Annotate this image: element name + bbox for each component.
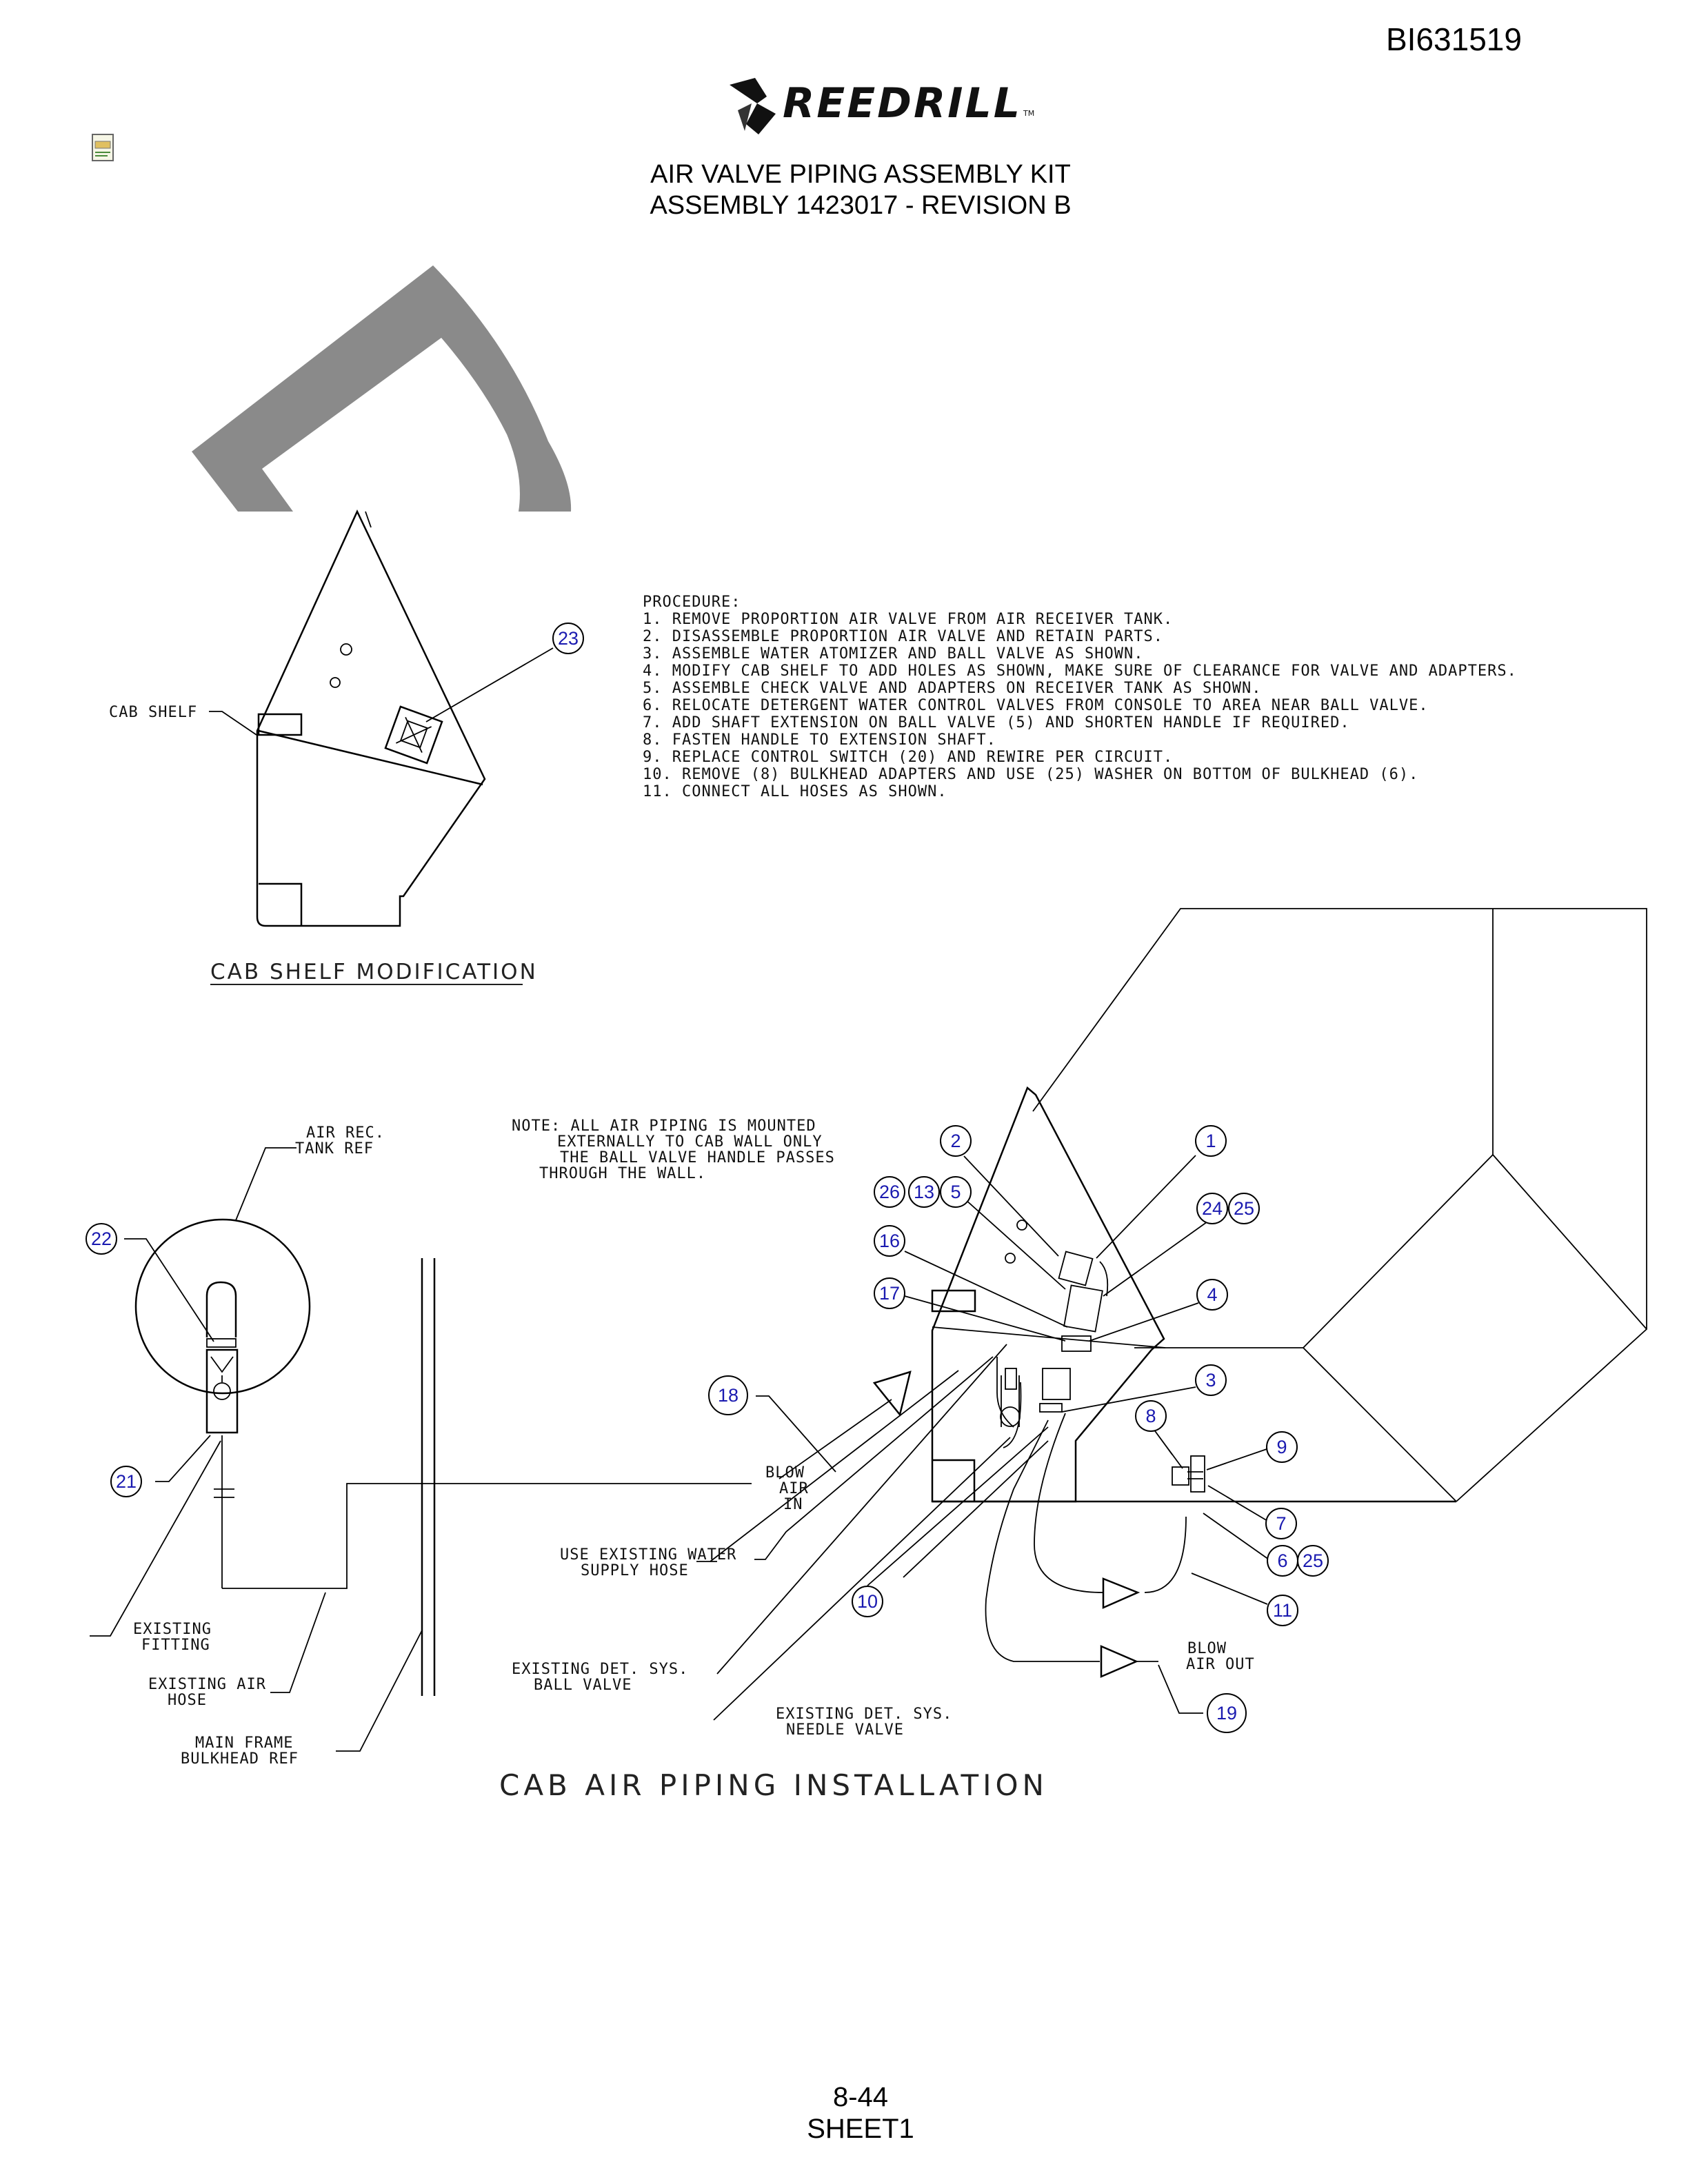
- balloon-8: 8: [1145, 1406, 1156, 1426]
- balloon-22: 22: [91, 1228, 112, 1249]
- needle-valve-label: NEEDLE VALVE: [786, 1721, 904, 1739]
- document-icon[interactable]: [91, 133, 116, 162]
- note-line: EXTERNALLY TO CAB WALL ONLY: [557, 1133, 823, 1151]
- balloon-labels: 23 22 21 2 1 26 13 5 24 25 16 17 4 18 3 …: [91, 628, 1323, 1723]
- balloon-17: 17: [879, 1283, 900, 1304]
- balloons: [86, 623, 1329, 1733]
- procedure-step: 1. REMOVE PROPORTION AIR VALVE FROM AIR …: [643, 611, 1173, 628]
- brand-name: REEDRILL: [783, 79, 1022, 128]
- cab-outline-graphic: [192, 265, 572, 512]
- procedure-text: PROCEDURE: 1. REMOVE PROPORTION AIR VALV…: [643, 594, 1517, 800]
- blow-air-in-label: AIR: [779, 1480, 809, 1497]
- blow-air-in-label: IN: [783, 1496, 803, 1513]
- procedure-step: 10. REMOVE (8) BULKHEAD ADAPTERS AND USE…: [643, 766, 1418, 783]
- balloon-16: 16: [879, 1231, 900, 1251]
- blow-air-out-label: AIR OUT: [1186, 1656, 1255, 1673]
- installation-labels: NOTE: ALL AIR PIPING IS MOUNTED EXTERNAL…: [133, 1118, 1255, 1802]
- procedure-step: 9. REPLACE CONTROL SWITCH (20) AND REWIR…: [643, 749, 1173, 766]
- air-rec-label: TANK REF: [295, 1140, 374, 1157]
- note-line: THROUGH THE WALL.: [539, 1165, 706, 1182]
- procedure-step: 4. MODIFY CAB SHELF TO ADD HOLES AS SHOW…: [643, 663, 1517, 680]
- balloon-9: 9: [1276, 1437, 1287, 1457]
- balloon-25-lower: 25: [1303, 1550, 1323, 1571]
- balloon-25: 25: [1234, 1198, 1254, 1219]
- svg-text:TM: TM: [1023, 109, 1034, 118]
- existing-air-hose-label: EXISTING AIR: [148, 1676, 266, 1693]
- reedrill-logo: REEDRILL TM: [730, 78, 1034, 134]
- existing-fitting-label: FITTING: [141, 1637, 210, 1654]
- procedure-step: 11. CONNECT ALL HOSES AS SHOWN.: [643, 783, 947, 800]
- shelf-caption: CAB SHELF MODIFICATION: [210, 960, 538, 984]
- balloon-24: 24: [1202, 1198, 1223, 1219]
- balloon-26: 26: [879, 1182, 900, 1202]
- balloon-11: 11: [1273, 1600, 1292, 1621]
- balloon-6: 6: [1277, 1550, 1287, 1571]
- balloon-19: 19: [1216, 1703, 1237, 1723]
- document-id: BI631519: [1386, 21, 1522, 57]
- water-hose-label: USE EXISTING WATER: [560, 1546, 736, 1564]
- note-line: THE BALL VALVE HANDLE PASSES: [560, 1149, 835, 1166]
- balloon-7: 7: [1276, 1513, 1286, 1534]
- balloon-18: 18: [718, 1385, 738, 1406]
- existing-air-hose-label: HOSE: [168, 1692, 207, 1709]
- installation-view: [90, 908, 1647, 1752]
- water-hose-label: SUPPLY HOSE: [581, 1562, 689, 1579]
- note-line: NOTE: ALL AIR PIPING IS MOUNTED: [512, 1118, 816, 1135]
- ball-valve-label: EXISTING DET. SYS.: [512, 1661, 688, 1678]
- bulkhead-label: BULKHEAD REF: [181, 1750, 299, 1768]
- balloon-5: 5: [950, 1182, 961, 1202]
- procedure-step: 5. ASSEMBLE CHECK VALVE AND ADAPTERS ON …: [643, 680, 1261, 697]
- balloon-13: 13: [914, 1182, 934, 1202]
- procedure-step: 8. FASTEN HANDLE TO EXTENSION SHAFT.: [643, 731, 996, 749]
- balloon-4: 4: [1207, 1284, 1217, 1305]
- procedure-heading: PROCEDURE:: [643, 594, 741, 611]
- title-line-1: AIR VALVE PIPING ASSEMBLY KIT: [650, 160, 1071, 189]
- cab-shelf-label: CAB SHELF: [109, 704, 197, 721]
- balloon-10: 10: [857, 1591, 878, 1612]
- installation-caption: CAB AIR PIPING INSTALLATION: [499, 1768, 1048, 1802]
- sheet-label: SHEET1: [807, 2114, 914, 2144]
- blow-air-out-label: BLOW: [1187, 1640, 1227, 1657]
- procedure-step: 7. ADD SHAFT EXTENSION ON BALL VALVE (5)…: [643, 714, 1350, 731]
- page-number: 8-44: [832, 2082, 889, 2112]
- blow-air-in-label: BLOW: [765, 1464, 805, 1482]
- air-rec-label: AIR REC.: [306, 1124, 385, 1142]
- balloon-3: 3: [1205, 1370, 1216, 1391]
- existing-fitting-label: EXISTING: [133, 1621, 212, 1638]
- needle-valve-label: EXISTING DET. SYS.: [776, 1706, 952, 1723]
- balloon-21: 21: [116, 1471, 137, 1492]
- procedure-step: 6. RELOCATE DETERGENT WATER CONTROL VALV…: [643, 697, 1429, 714]
- balloon-23: 23: [558, 628, 579, 649]
- cab-shelf-view: CAB SHELF CAB SHELF MODIFICATION: [109, 509, 554, 985]
- bulkhead-label: MAIN FRAME: [195, 1735, 293, 1752]
- balloon-2: 2: [950, 1131, 961, 1151]
- balloon-1: 1: [1205, 1131, 1216, 1151]
- title-line-2: ASSEMBLY 1423017 - REVISION B: [650, 191, 1072, 220]
- ball-valve-label: BALL VALVE: [534, 1677, 632, 1694]
- procedure-step: 3. ASSEMBLE WATER ATOMIZER AND BALL VALV…: [643, 645, 1144, 663]
- procedure-step: 2. DISASSEMBLE PROPORTION AIR VALVE AND …: [643, 628, 1163, 645]
